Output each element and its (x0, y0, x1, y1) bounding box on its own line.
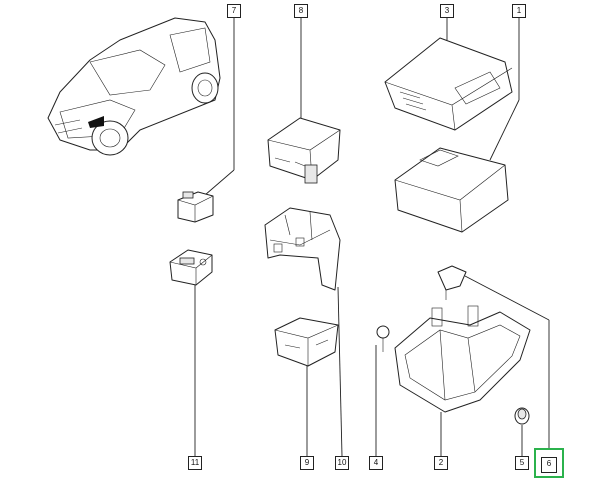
leader-lines (194, 18, 550, 457)
control-unit-1 (394, 147, 509, 233)
bolt-4 (376, 325, 390, 352)
callout-8: 8 (294, 4, 308, 18)
callout-9: 9 (300, 456, 314, 470)
grommet-5 (514, 407, 530, 425)
leader-line-7b (204, 169, 235, 196)
callout-11: 11 (188, 456, 202, 470)
callout-10: 10 (335, 456, 349, 470)
clip-6 (437, 265, 467, 300)
callout-5: 5 (515, 456, 529, 470)
vehicle-illustration (47, 17, 221, 156)
callout-4: 4 (369, 456, 383, 470)
callout-6-highlighted[interactable]: 6 (534, 448, 564, 478)
module-8 (267, 117, 341, 184)
bracket-10 (264, 207, 341, 291)
leader-line-1b (489, 99, 520, 161)
relay-socket-11 (169, 249, 213, 286)
tray-2 (394, 305, 531, 413)
leader-line-10 (337, 286, 343, 457)
cover-9 (274, 317, 339, 367)
callout-3: 3 (440, 4, 454, 18)
callout-7: 7 (227, 4, 241, 18)
relay-7 (177, 191, 214, 223)
callout-2: 2 (434, 456, 448, 470)
leader-line-6 (464, 275, 550, 321)
box-cover-3 (384, 37, 513, 131)
callout-1: 1 (512, 4, 526, 18)
